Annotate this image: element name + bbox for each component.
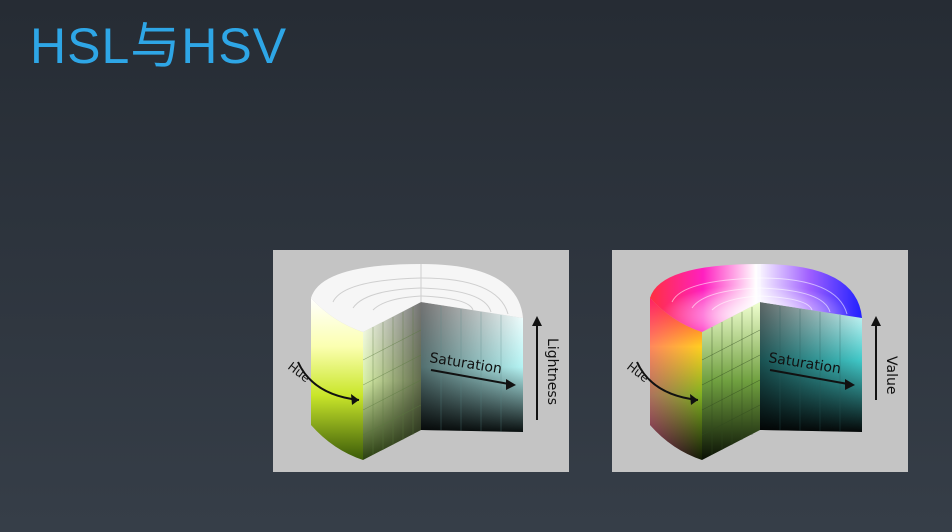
hsv-cylinder-diagram: Hue Saturation Value bbox=[624, 264, 899, 460]
hsv-value-label: Value bbox=[883, 356, 899, 394]
hsl-cylinder-diagram: Hue Saturation Lightness bbox=[285, 264, 560, 460]
hsl-cylinder-figure: Hue Saturation Lightness bbox=[273, 250, 569, 472]
hsv-cylinder-figure: Hue Saturation Value bbox=[612, 250, 908, 472]
hsv-hue-label: Hue bbox=[624, 359, 652, 385]
hsl-lightness-label: Lightness bbox=[544, 338, 560, 405]
slide-title: HSL与HSV bbox=[30, 18, 288, 74]
hsl-hue-label: Hue bbox=[285, 359, 313, 385]
